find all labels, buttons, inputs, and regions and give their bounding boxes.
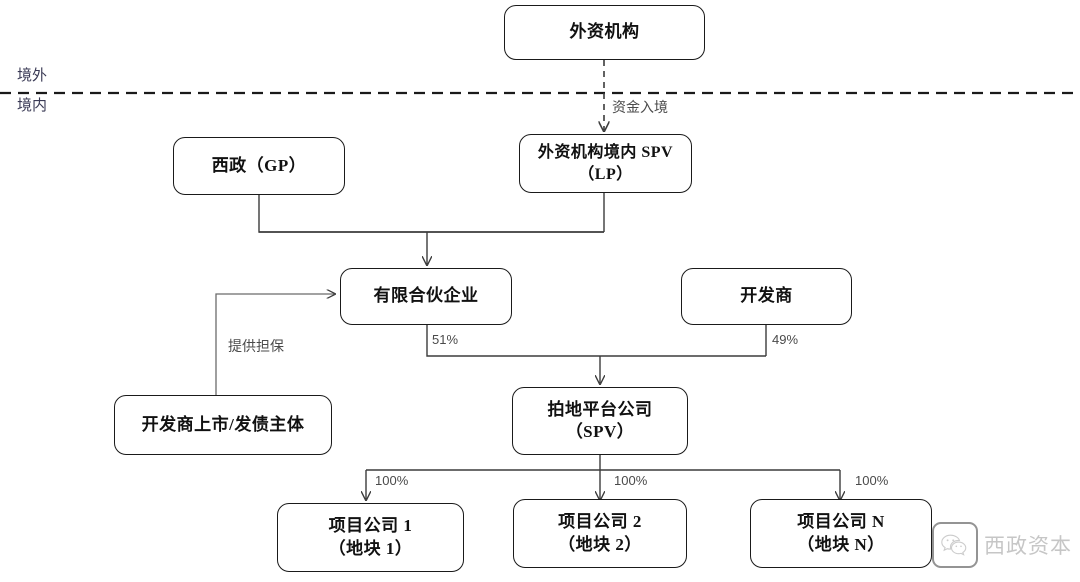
node-bidding-platform[interactable]: 拍地平台公司 （SPV） — [512, 387, 688, 455]
node-foreign-spv-lp[interactable]: 外资机构境内 SPV （LP） — [519, 134, 692, 193]
node-limited-partnership[interactable]: 有限合伙企业 — [340, 268, 512, 325]
node-bidding-platform-label-2: （SPV） — [565, 422, 635, 441]
edge-label-provide-guarantee: 提供担保 — [228, 340, 284, 355]
node-project-company-2-label-1: 项目公司 2 — [558, 512, 642, 532]
node-developer[interactable]: 开发商 — [681, 268, 852, 325]
edge-label-project2-share: 100% — [614, 473, 648, 488]
watermark: 西政资本 — [932, 522, 1072, 568]
node-project-company-1-label-1: 项目公司 1 — [328, 516, 413, 536]
wire-guarantee — [215, 294, 334, 395]
watermark-text: 西政资本 — [984, 534, 1072, 558]
node-xizheng-gp-label: 西政（GP） — [211, 155, 307, 175]
region-label-offshore: 境外 — [17, 68, 48, 84]
node-foreign-institution[interactable]: 外资机构 — [504, 5, 705, 60]
region-label-onshore: 境内 — [17, 98, 48, 114]
edge-label-projectn-share: 100% — [855, 473, 889, 488]
node-project-company-n-label-1: 项目公司 N — [797, 512, 885, 532]
node-developer-listed-entity[interactable]: 开发商上市/发债主体 — [114, 395, 332, 455]
node-limited-partnership-label: 有限合伙企业 — [373, 286, 479, 306]
node-project-company-n-label-2: （地块 N） — [797, 534, 885, 554]
wechat-icon — [932, 522, 978, 568]
node-foreign-institution-label: 外资机构 — [569, 22, 640, 42]
node-project-company-n[interactable]: 项目公司 N （地块 N） — [750, 499, 932, 568]
edge-label-lp-share: 51% — [432, 332, 459, 347]
node-project-company-2[interactable]: 项目公司 2 （地块 2） — [513, 499, 687, 568]
node-bidding-platform-label-1: 拍地平台公司 — [547, 399, 653, 419]
edge-label-developer-share: 49% — [772, 332, 799, 347]
node-project-company-1[interactable]: 项目公司 1 （地块 1） — [277, 503, 464, 572]
node-foreign-spv-lp-label-1: 外资机构境内 SPV — [537, 144, 674, 162]
node-developer-listed-entity-label: 开发商上市/发债主体 — [141, 414, 305, 434]
edge-label-capital-inflow: 资金入境 — [612, 101, 668, 116]
wire-gp-to-lp-merge — [258, 195, 604, 233]
node-developer-label: 开发商 — [740, 286, 793, 306]
wire-partnership-51 — [426, 325, 766, 357]
node-project-company-1-label-2: （地块 1） — [328, 538, 413, 558]
node-foreign-spv-lp-label-2: （LP） — [578, 165, 633, 183]
node-project-company-2-label-2: （地块 2） — [558, 534, 642, 554]
edge-label-project1-share: 100% — [375, 473, 409, 488]
node-xizheng-gp[interactable]: 西政（GP） — [173, 137, 345, 195]
